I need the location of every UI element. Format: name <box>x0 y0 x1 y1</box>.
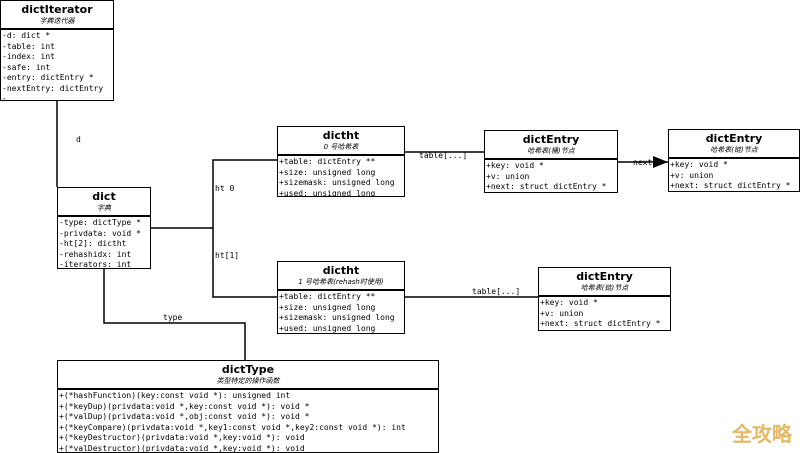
attribute: +v: union <box>670 170 714 180</box>
attribute-list: +key: void *+v: union+next: struct dictE… <box>539 297 670 330</box>
class-dictht-1: dictht 1 号哈希表(rehash时使用) +table: dictEnt… <box>277 261 405 334</box>
attribute-list: +key: void *+v: union+next: struct dictE… <box>485 160 617 192</box>
edge-ht0 <box>212 159 277 298</box>
edge-type <box>103 268 246 360</box>
attribute: +sizemask: unsigned long <box>279 178 395 187</box>
class-name: dictht <box>322 129 360 142</box>
class-description: 哈希表(链)节点 <box>580 284 629 292</box>
edge-label-ht1: ht[1] <box>215 251 240 260</box>
attribute: +sizemask: unsigned long <box>279 313 395 322</box>
attribute: +table: dictEntry ** <box>279 292 376 301</box>
attribute: +size: unsigned long <box>279 302 376 312</box>
attribute: -table: int <box>2 41 55 51</box>
class-header: dictIterator 字典迭代器 <box>1 1 113 30</box>
class-dictEntry-chain-2: dictEntry 哈希表(链)节点 +key: void *+v: union… <box>538 267 671 331</box>
attribute: -d: dict * <box>2 31 51 40</box>
class-name: dictht <box>322 264 360 277</box>
class-description: 哈希表(链)节点 <box>710 146 758 154</box>
class-dictht-0: dictht 0 号哈希表 +table: dictEntry **+size:… <box>277 126 405 197</box>
class-name: dict <box>92 190 116 203</box>
class-header: dictType 类型特定的操作函数 <box>58 361 438 390</box>
attribute: - <box>2 94 7 101</box>
class-description: 0 号哈希表 <box>323 143 359 151</box>
attribute: +used: unsigned long <box>279 323 376 333</box>
class-name: dictEntry <box>705 132 763 145</box>
edge-label-type: type <box>163 313 183 322</box>
attribute-list: +(*hashFunction)(key:const void *): unsi… <box>58 390 438 453</box>
class-description: 字典迭代器 <box>39 17 75 25</box>
attribute-list: +key: void *+v: union+next: struct dictE… <box>669 159 799 191</box>
attribute: +(*keyDestructor)(privdata:void *,key:vo… <box>59 433 305 442</box>
attribute: +(*keyCompare)(privdata:void *,key1:cons… <box>59 422 406 432</box>
attribute: -type: dictType * <box>59 218 141 227</box>
edge-label-d: d <box>76 135 81 144</box>
watermark-logo: 全攻略 <box>732 422 792 446</box>
class-description: 字典 <box>97 204 111 212</box>
attribute-list: +table: dictEntry **+size: unsigned long… <box>278 156 404 197</box>
attribute: +next: struct dictEntry * <box>540 319 661 328</box>
class-header: dict 字典 <box>58 188 150 217</box>
attribute: +key: void * <box>540 298 598 307</box>
attribute: +(*valDup)(privdata:void *,obj:const voi… <box>59 412 310 421</box>
attribute: -rehashidx: int <box>59 249 132 259</box>
attribute: +size: unsigned long <box>279 167 376 177</box>
attribute: +(*hashFunction)(key:const void *): unsi… <box>59 391 291 400</box>
attribute-list: -d: dict *-table: int-index: int-safe: i… <box>1 30 113 101</box>
class-header: dictEntry 哈希表(链)节点 <box>539 268 670 297</box>
attribute: +v: union <box>540 308 584 318</box>
class-description: 哈希表(桶)节点 <box>527 147 575 155</box>
class-header: dictEntry 哈希表(桶)节点 <box>485 131 617 160</box>
class-name: dictEntry <box>522 133 580 146</box>
attribute: +next: struct dictEntry * <box>670 181 791 190</box>
attribute: -entry: dictEntry * <box>2 73 94 82</box>
attribute: +next: struct dictEntry * <box>486 182 607 191</box>
attribute: -nextEntry: dictEntry <box>2 83 104 93</box>
class-header: dictht 0 号哈希表 <box>278 127 404 156</box>
attribute: -index: int <box>2 52 55 61</box>
attribute-list: -type: dictType *-privdata: void *-ht[2]… <box>58 217 150 269</box>
class-name: dictIterator <box>21 3 93 16</box>
edge-label-next: next <box>633 158 653 167</box>
class-dictEntry-bucket: dictEntry 哈希表(桶)节点 +key: void *+v: union… <box>484 130 618 193</box>
attribute: -privdata: void * <box>59 228 141 238</box>
class-name: dictType <box>221 363 275 376</box>
attribute: +table: dictEntry ** <box>279 157 376 166</box>
class-dictEntry-chain: dictEntry 哈希表(链)节点 +key: void *+v: union… <box>668 129 800 192</box>
attribute-list: +table: dictEntry **+size: unsigned long… <box>278 291 404 333</box>
class-header: dictht 1 号哈希表(rehash时使用) <box>278 262 404 291</box>
edge-label-table1: table[...] <box>472 287 521 296</box>
edge-label-table0: table[...] <box>419 151 468 160</box>
attribute: +(*valDestructor)(privdata:void *,key:vo… <box>59 443 305 453</box>
attribute: +v: union <box>486 171 530 181</box>
edge-label-ht0: ht 0 <box>215 184 235 193</box>
class-dictIterator: dictIterator 字典迭代器 -d: dict *-table: int… <box>0 0 114 101</box>
class-description: 1 号哈希表(rehash时使用) <box>298 278 384 286</box>
attribute: +key: void * <box>670 160 728 169</box>
class-dict: dict 字典 -type: dictType *-privdata: void… <box>57 187 151 269</box>
attribute: +(*keyDup)(privdata:void *,key:const voi… <box>59 401 310 411</box>
attribute: +used: unsigned long <box>279 188 376 197</box>
class-description: 类型特定的操作函数 <box>216 377 280 385</box>
class-dictType: dictType 类型特定的操作函数 +(*hashFunction)(key:… <box>57 360 439 453</box>
attribute: +key: void * <box>486 161 544 170</box>
class-name: dictEntry <box>576 270 633 283</box>
class-header: dictEntry 哈希表(链)节点 <box>669 130 799 159</box>
attribute: -iterators: int <box>59 260 132 269</box>
attribute: -safe: int <box>2 62 51 72</box>
attribute: -ht[2]: dictht <box>59 239 127 248</box>
